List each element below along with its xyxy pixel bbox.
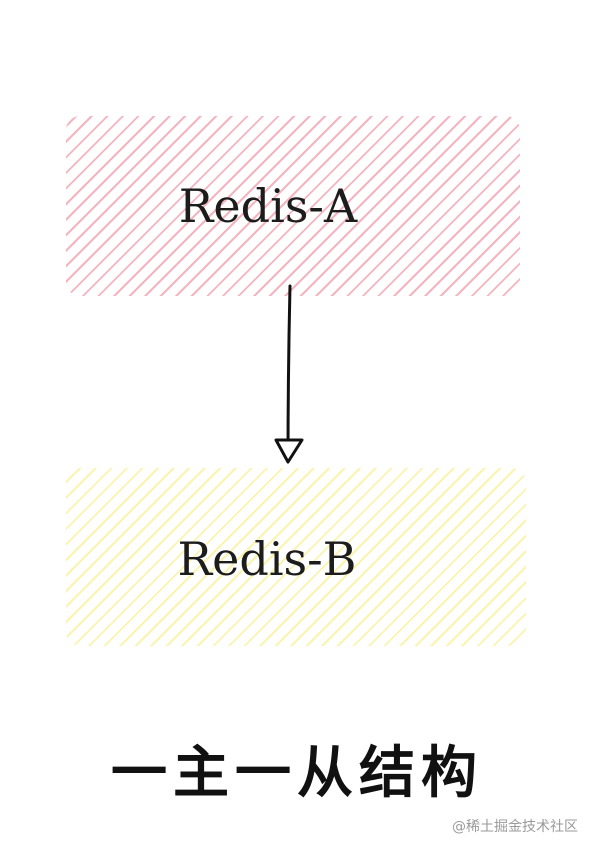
diagram-caption: 一主一从结构: [111, 741, 483, 806]
node-redis-b: Redis-B: [66, 468, 526, 646]
edge-a-to-b-arrowhead: [274, 438, 304, 464]
node-redis-a: Redis-A: [66, 116, 520, 296]
node-redis-a-label: Redis-A: [178, 179, 358, 233]
watermark: @稀土掘金技术社区: [452, 819, 578, 835]
edge-a-to-b-line: [286, 284, 292, 462]
node-redis-b-label: Redis-B: [177, 532, 357, 586]
